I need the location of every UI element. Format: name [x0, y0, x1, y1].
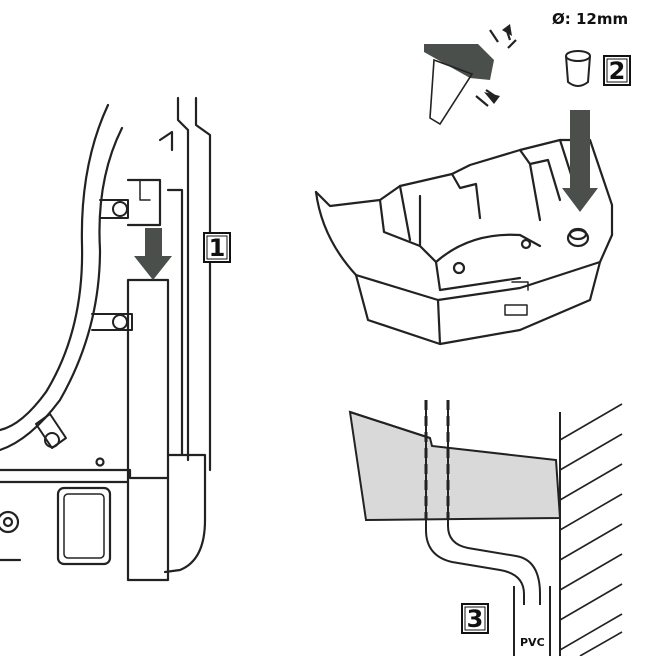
hammer-icon: [424, 24, 517, 126]
step-3-label: 3: [467, 605, 484, 633]
step-2-label-box: 2: [603, 55, 631, 86]
step-1-label-box: 1: [203, 232, 231, 263]
pvc-label: PVC: [520, 636, 545, 649]
panel-3-drain-view: [348, 400, 623, 656]
panel-2-tray-view: [314, 138, 614, 346]
step-3-label-box: 3: [461, 603, 489, 634]
arrow-down-icon: [134, 228, 172, 280]
step-2-label: 2: [609, 57, 626, 85]
diameter-label: Ø: 12mm: [552, 10, 628, 28]
arrow-down-icon: [562, 110, 598, 212]
panel-1-side-view: [0, 96, 212, 582]
plug-icon: [565, 50, 591, 87]
step-1-label: 1: [209, 234, 226, 262]
